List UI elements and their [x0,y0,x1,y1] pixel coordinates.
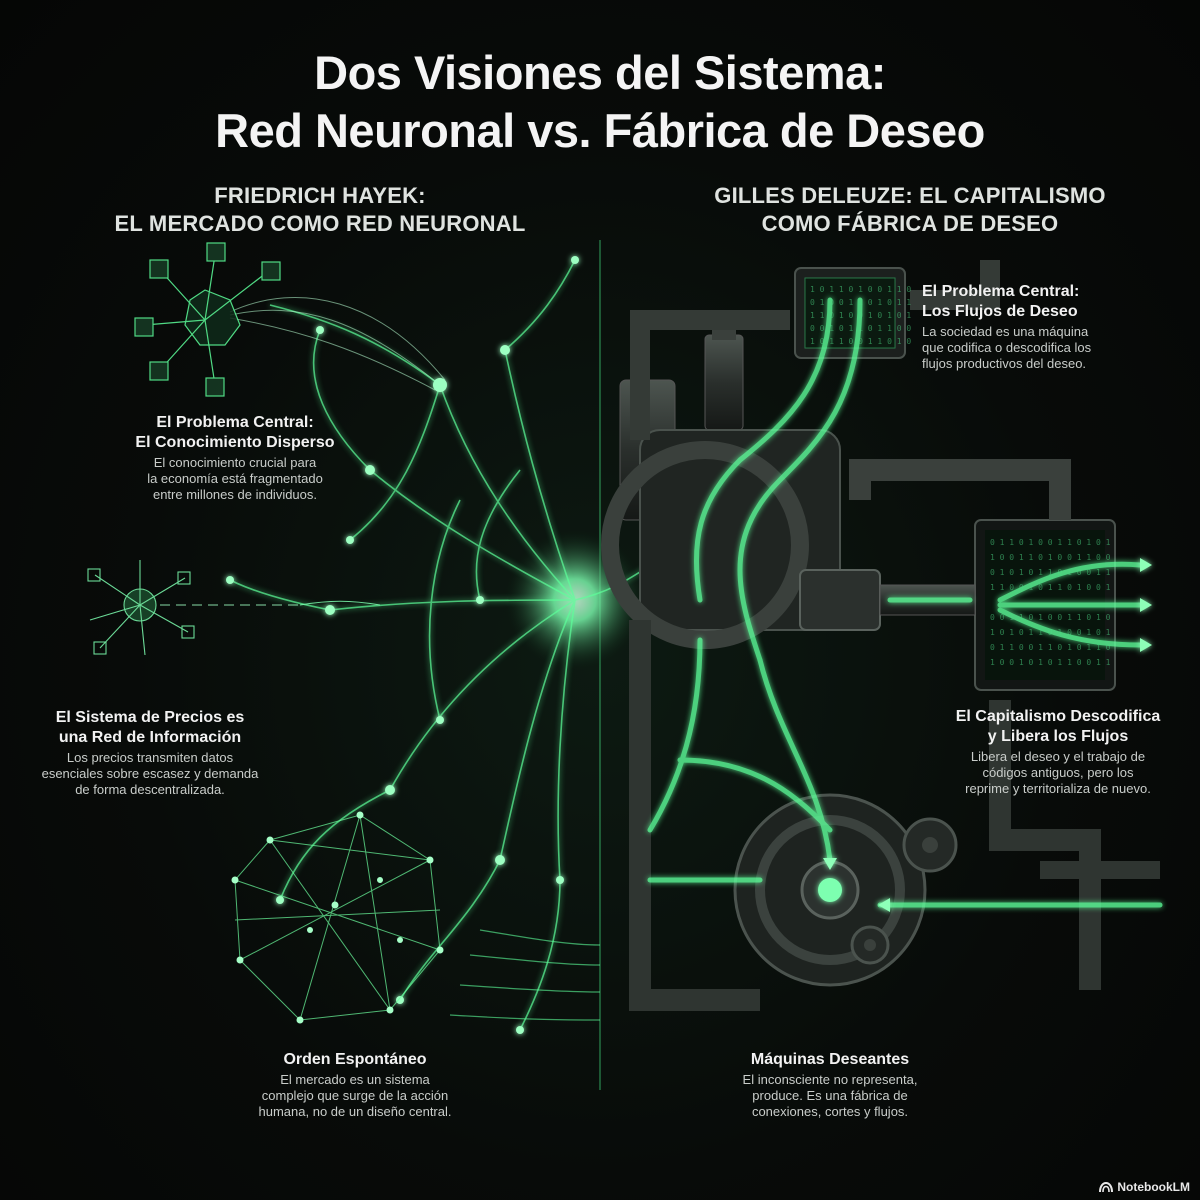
price-network-hub [87,560,381,656]
gear-icon [733,793,927,987]
svg-text:1 1 0 1 0 0 1 0 1 0 1: 1 1 0 1 0 0 1 0 1 0 1 [810,311,911,320]
svg-text:0 1 1 0 1 0 0 1 1 0 1 0 1: 0 1 1 0 1 0 0 1 1 0 1 0 1 [990,538,1111,547]
dispersed-knowledge-hub [134,242,281,397]
left-column-heading: FRIEDRICH HAYEK: EL MERCADO COMO RED NEU… [40,182,600,238]
right-block-capitalism-decodes: El Capitalismo Descodifica y Libera los … [928,707,1188,797]
binary-code-columns: 1 0 1 1 0 1 0 0 1 1 0 0 1 0 0 1 1 0 1 0 … [810,285,1111,667]
title-line-1: Dos Visiones del Sistema: [314,46,886,99]
svg-text:0 1 1 0 0 1 1 0 1 0 1 1 0: 0 1 1 0 0 1 1 0 1 0 1 1 0 [990,643,1111,652]
right-heading-line-1: GILLES DELEUZE: EL CAPITALISMO [714,183,1106,208]
svg-text:1 0 1 0 1 1 0 1 0 0 1 0 1: 1 0 1 0 1 1 0 1 0 0 1 0 1 [990,628,1111,637]
block-body: El inconsciente no representa, produce. … [742,1072,918,1119]
svg-text:1 0 1 1 0 0 1 1 0 1 0: 1 0 1 1 0 0 1 1 0 1 0 [810,337,911,346]
bottom-signal-lines [449,929,601,1021]
left-heading-line-2: EL MERCADO COMO RED NEURONAL [114,211,526,236]
right-block-desire-flows: El Problema Central: Los Flujos de Deseo… [922,282,1172,372]
desire-flows [647,297,1163,908]
title-line-2: Red Neuronal vs. Fábrica de Deseo [215,104,985,157]
main-title: Dos Visiones del Sistema: Red Neuronal v… [0,44,1200,160]
block-title: Máquinas Deseantes [750,1051,910,1068]
svg-text:1 0 1 1 0 1 0 0 1 1 0: 1 0 1 1 0 1 0 0 1 1 0 [810,285,911,294]
hub-fibers [229,296,446,391]
right-block-desiring-machines: Máquinas Deseantes El inconsciente no re… [700,1050,960,1120]
lattice-nodes [231,811,444,1024]
left-heading-line-1: FRIEDRICH HAYEK: [214,183,426,208]
brand-label: NotebookLM [1117,1180,1190,1194]
block-body: El mercado es un sistema complejo que su… [258,1072,452,1119]
svg-text:0 0 1 1 0 1 0 0 1 1 0 1 0: 0 0 1 1 0 1 0 0 1 1 0 1 0 [990,613,1111,622]
left-block-spontaneous-order: Orden Espontáneo El mercado es un sistem… [225,1050,485,1120]
block-body: La sociedad es una máquina que codifica … [922,324,1092,371]
left-block-price-system: El Sistema de Precios es una Red de Info… [20,708,280,798]
block-title: El Capitalismo Descodifica y Libera los … [955,708,1161,745]
block-body: Libera el deseo y el trabajo de códigos … [965,749,1151,796]
svg-text:0 1 0 0 1 1 0 1 0 1 1: 0 1 0 0 1 1 0 1 0 1 1 [810,298,911,307]
block-title: Orden Espontáneo [283,1051,427,1068]
block-body: Los precios transmiten datos esenciales … [41,750,259,797]
right-column-heading: GILLES DELEUZE: EL CAPITALISMO COMO FÁBR… [640,182,1180,238]
factory-machinery [601,260,1160,1011]
neuron-nodes [226,256,579,1034]
svg-text:0 0 1 0 1 1 0 1 1 0 0: 0 0 1 0 1 1 0 1 1 0 0 [810,324,911,333]
brand-watermark: NotebookLM [1099,1180,1190,1194]
left-block-dispersed-knowledge: El Problema Central: El Conocimiento Dis… [95,413,375,503]
flow-arrows [823,558,1152,912]
spontaneous-order-lattice [234,814,441,1021]
small-gear-icon-2 [850,925,890,965]
block-title: El Sistema de Precios es una Red de Info… [55,709,245,746]
block-title: El Problema Central: Los Flujos de Deseo [922,283,1080,320]
svg-text:0 1 0 1 0 1 1 0 1 0 0 1 1: 0 1 0 1 0 1 1 0 1 0 0 1 1 [990,568,1111,577]
right-heading-line-2: COMO FÁBRICA DE DESEO [761,211,1059,236]
svg-text:1 1 0 0 1 0 1 1 0 1 0 0 1: 1 1 0 0 1 0 1 1 0 1 0 0 1 [990,583,1111,592]
block-title: El Problema Central: El Conocimiento Dis… [135,414,335,451]
small-gear-icon [902,817,958,873]
svg-text:1 0 0 1 1 0 1 0 0 1 1 0 0: 1 0 0 1 1 0 1 0 0 1 1 0 0 [990,553,1111,562]
svg-text:1 0 0 1 0 1 0 1 1 0 0 1 1: 1 0 0 1 0 1 0 1 1 0 0 1 1 [990,658,1111,667]
block-body: El conocimiento crucial para la economía… [147,455,323,502]
notebooklm-logo-icon [1099,1181,1114,1193]
